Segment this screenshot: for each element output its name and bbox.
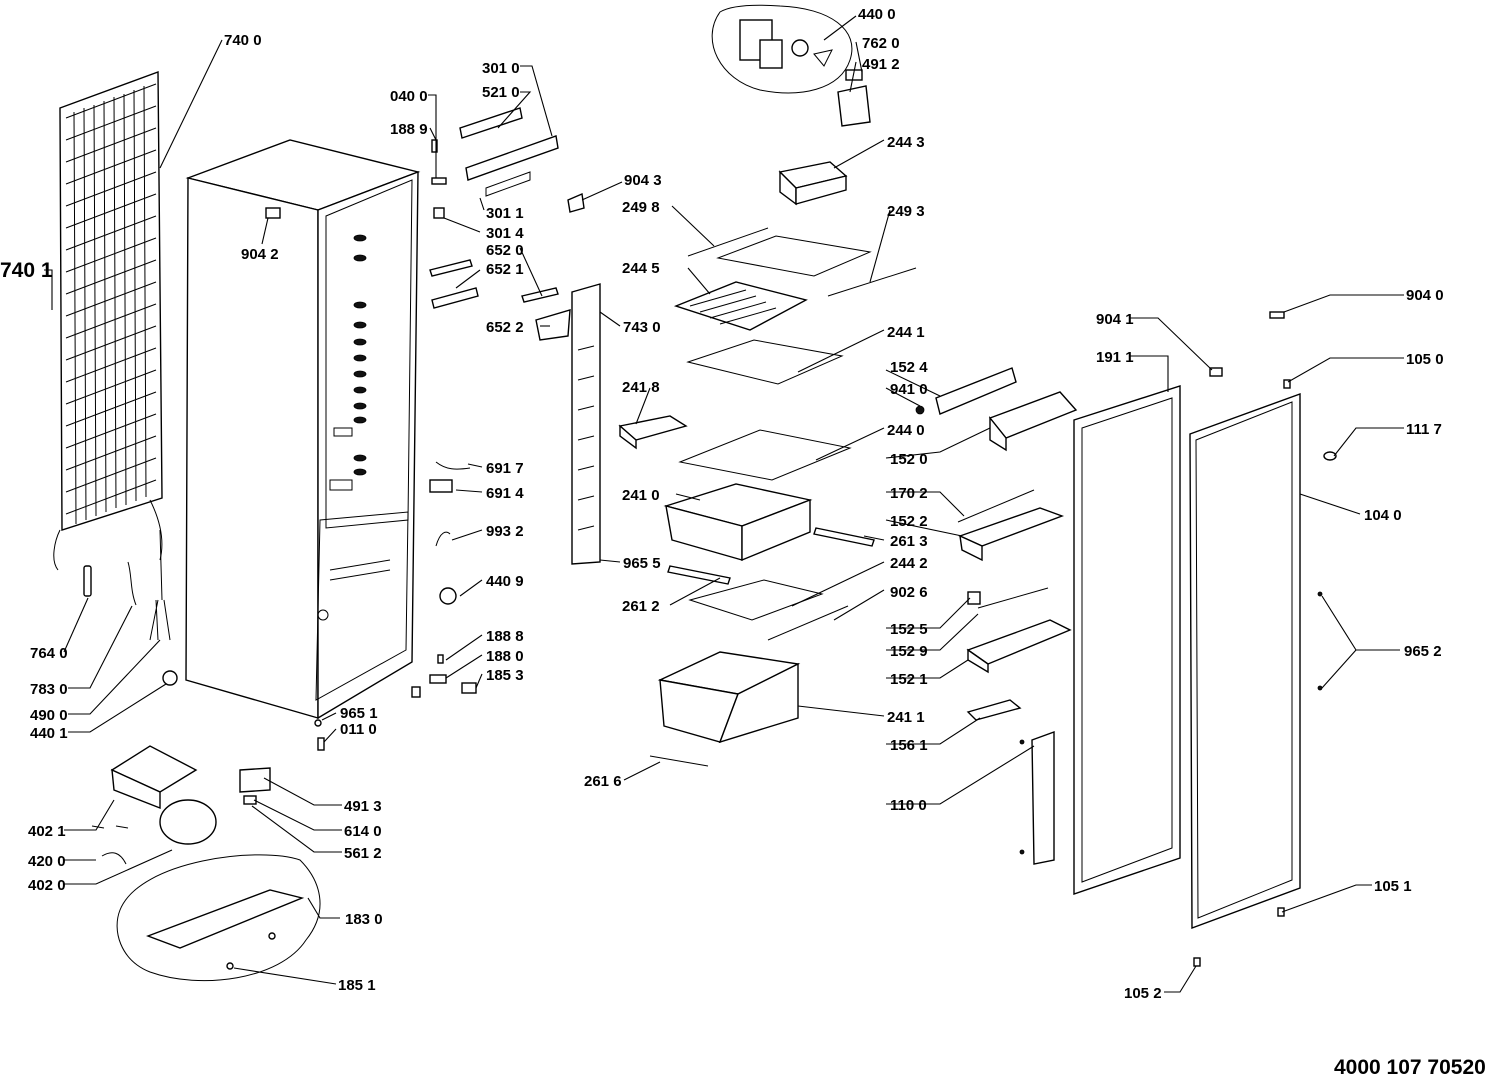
callout-9042: 904 2 [241,246,279,263]
callout-1051: 105 1 [1374,878,1412,895]
callout-7640: 764 0 [30,645,68,662]
callout-9040: 904 0 [1406,287,1444,304]
callout-2493: 249 3 [887,203,925,220]
callout-labels: 740 0 740 1 904 2 040 0 188 9 301 0 521 … [0,6,1444,1002]
callout-2418: 241 8 [622,379,660,396]
callout-4409: 440 9 [486,573,524,590]
air-duct [571,283,601,565]
callout-2612: 261 2 [622,598,660,615]
callout-2411: 241 1 [887,709,925,726]
callout-2443: 244 3 [887,134,925,151]
callout-4912: 491 2 [862,56,900,73]
callout-7400: 740 0 [224,32,262,49]
callout-1520: 152 0 [890,451,928,468]
callout-1911: 191 1 [1096,349,1134,366]
callout-7620: 762 0 [862,35,900,52]
callout-1521: 152 1 [890,671,928,688]
callout-3014: 301 4 [486,225,524,242]
callout-7430: 743 0 [623,319,661,336]
callout-9041: 904 1 [1096,311,1134,328]
callout-5612: 561 2 [344,845,382,862]
callout-1529: 152 9 [890,643,928,660]
small-parts [265,107,585,751]
callout-6140: 614 0 [344,823,382,840]
callout-1830: 183 0 [345,911,383,928]
callout-2440: 244 0 [887,422,925,439]
callout-2442: 244 2 [890,555,928,572]
condenser-coil [53,71,178,686]
leader-lines [44,15,1404,993]
callout-1561: 156 1 [890,737,928,754]
callout-1853: 185 3 [486,667,524,684]
callout-1702: 170 2 [890,485,928,502]
callout-4200: 420 0 [28,853,66,870]
callout-0400: 040 0 [390,88,428,105]
callout-3010: 301 0 [482,60,520,77]
callout-4021: 402 1 [28,823,66,840]
door-assembly [1019,311,1337,967]
callout-1522: 152 2 [890,513,928,530]
callout-1052: 105 2 [1124,985,1162,1002]
callout-9651: 965 1 [340,705,378,722]
callout-6917: 691 7 [486,460,524,477]
callout-2441: 244 1 [887,324,925,341]
callout-1851: 185 1 [338,977,376,994]
callout-1880: 188 0 [486,648,524,665]
compressor-group [91,745,321,982]
callout-9932: 993 2 [486,523,524,540]
callout-6521: 652 1 [486,261,524,278]
callout-6914: 691 4 [486,485,524,502]
callout-4020: 402 0 [28,877,66,894]
callout-1040: 104 0 [1364,507,1402,524]
callout-9026: 902 6 [890,584,928,601]
callout-0110: 011 0 [340,721,377,738]
callout-5210: 521 0 [482,84,520,101]
document-number: 4000 107 70520 [1334,1056,1486,1079]
callout-1100: 110 0 [890,797,927,814]
callout-1525: 152 5 [890,621,928,638]
callout-6520: 652 0 [486,242,524,259]
callout-2616: 261 6 [584,773,622,790]
callout-1524: 152 4 [890,359,928,376]
callout-1888: 188 8 [486,628,524,645]
callout-3011: 301 1 [486,205,524,222]
callout-4400: 440 0 [858,6,896,23]
callout-1117: 111 7 [1406,421,1442,438]
callout-2445: 244 5 [622,260,660,277]
callout-1889: 188 9 [390,121,428,138]
callout-9652: 965 2 [1404,643,1442,660]
callout-9043: 904 3 [624,172,662,189]
callout-4913: 491 3 [344,798,382,815]
callout-4900: 490 0 [30,707,68,724]
callout-9410: 941 0 [890,381,928,398]
cabinet-body [185,139,421,720]
callout-7830: 783 0 [30,681,68,698]
callout-2613: 261 3 [890,533,928,550]
callout-6522: 652 2 [486,319,524,336]
callout-1050: 105 0 [1406,351,1444,368]
callout-4401: 440 1 [30,725,68,742]
callout-2410: 241 0 [622,487,660,504]
callout-9655: 965 5 [623,555,661,572]
callout-2498: 249 8 [622,199,660,216]
fan-assembly [711,4,871,127]
callout-7401: 740 1 [0,259,53,282]
door-balconies [915,367,1078,721]
shelves-and-drawers [618,161,917,767]
